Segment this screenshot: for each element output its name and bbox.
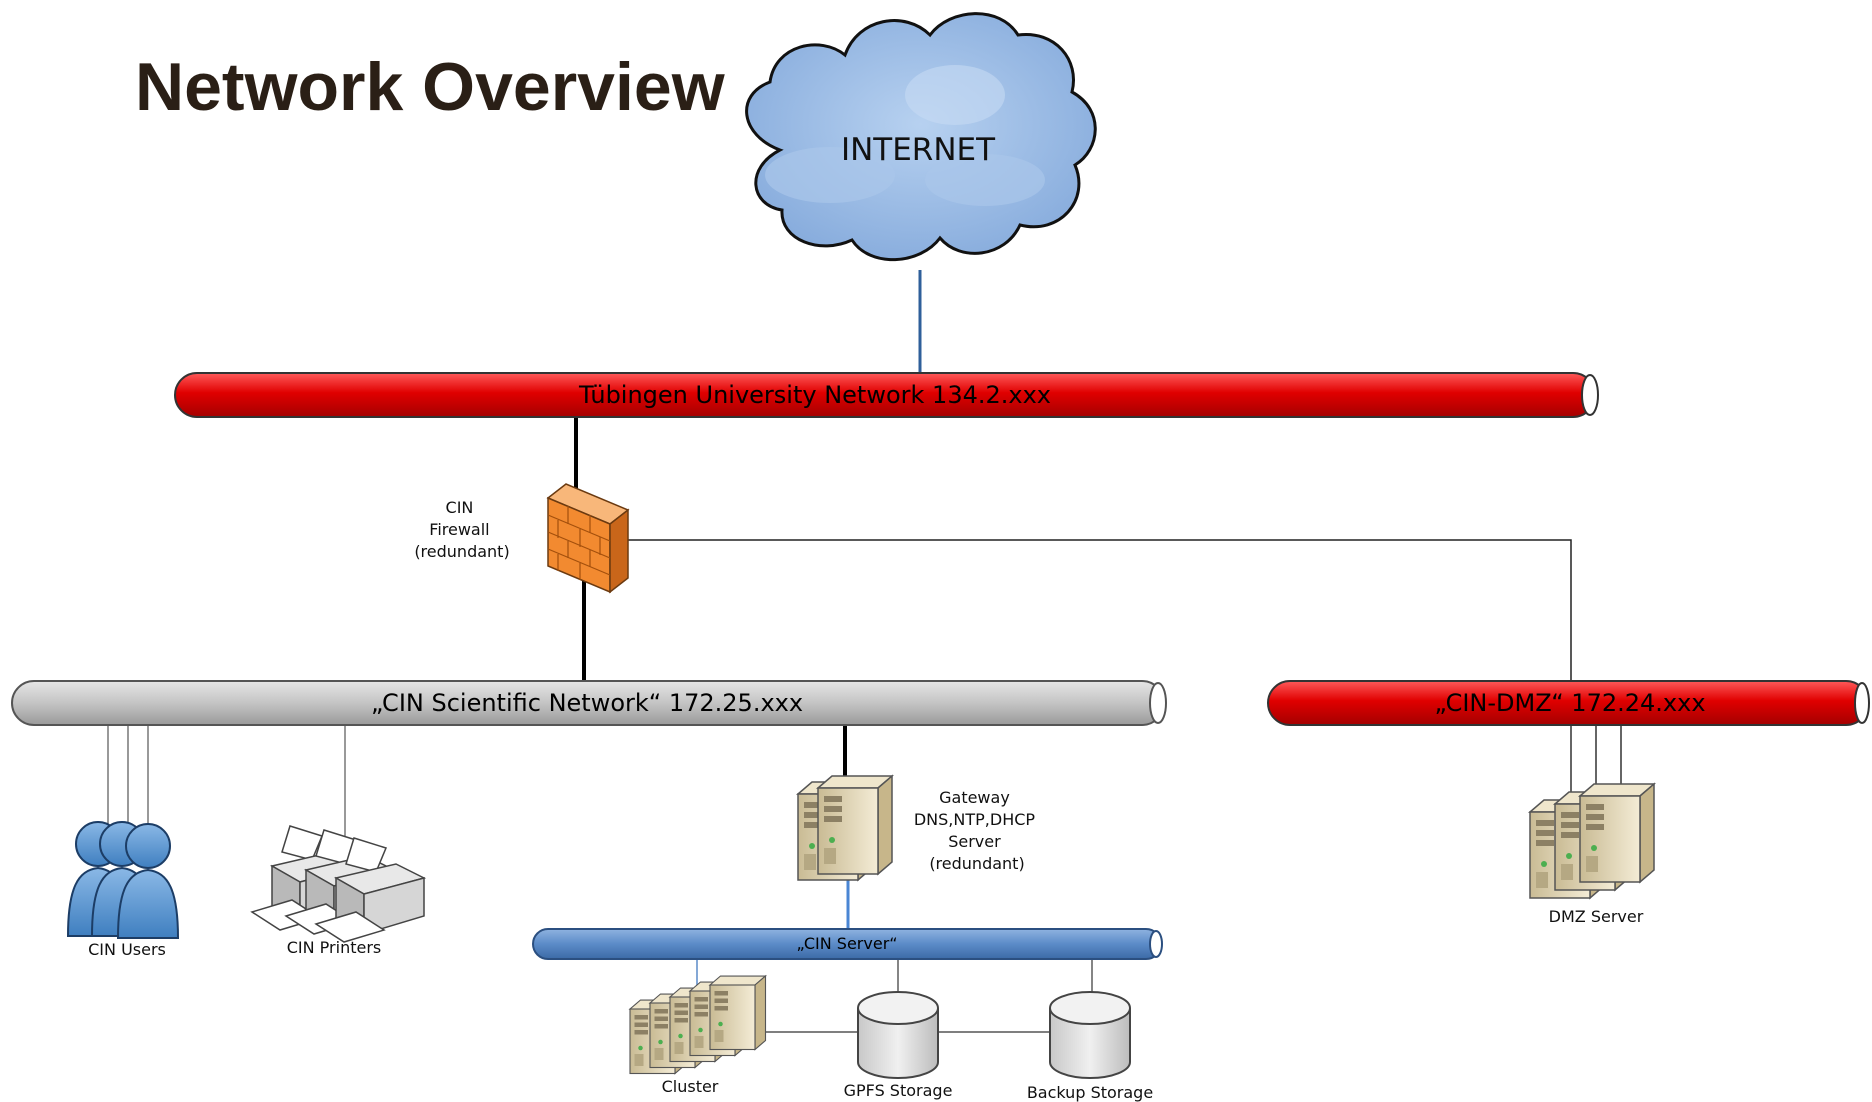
dmz-server-label: DMZ Server xyxy=(1549,907,1644,926)
gateway-label: Gateway DNS,NTP,DHCP Server (redundant) xyxy=(914,788,1040,873)
gateway-label-line-4: (redundant) xyxy=(929,854,1024,873)
printer-icon xyxy=(251,825,425,943)
firewall-label-line-1: CIN xyxy=(446,498,474,517)
cin-users-label: CIN Users xyxy=(88,940,166,959)
page-title: Network Overview xyxy=(135,49,726,125)
firewall-icon xyxy=(546,483,630,594)
gpfs-storage-label: GPFS Storage xyxy=(844,1081,953,1100)
firewall-label-line-2: Firewall xyxy=(429,520,489,539)
dmz-network-label: „CIN-DMZ“ 172.24.xxx xyxy=(1434,689,1705,717)
internet-cloud-icon: INTERNET xyxy=(745,12,1097,262)
scientific-network-label: „CIN Scientific Network“ 172.25.xxx xyxy=(371,689,803,717)
cin-printers-label: CIN Printers xyxy=(287,938,382,957)
firewall-label-line-3: (redundant) xyxy=(414,542,509,561)
cluster-label: Cluster xyxy=(662,1077,719,1096)
dmz-network-pipe: „CIN-DMZ“ 172.24.xxx xyxy=(1267,680,1870,726)
cin-server-network-pipe: „CIN Server“ xyxy=(532,928,1163,960)
gateway-label-line-3: Server xyxy=(948,832,1001,851)
gateway-server-icon xyxy=(797,775,893,881)
cluster-server-rack-icon xyxy=(629,975,767,1075)
gpfs-storage-database-icon xyxy=(857,991,939,1079)
university-network-pipe: Tübingen University Network 134.2.xxx xyxy=(174,372,1599,418)
university-network-label: Tübingen University Network 134.2.xxx xyxy=(578,381,1051,409)
backup-storage-label: Backup Storage xyxy=(1027,1083,1153,1102)
users-icon xyxy=(67,821,179,939)
internet-label: INTERNET xyxy=(841,132,996,168)
link-firewall-dmz xyxy=(628,539,1572,682)
gateway-label-line-1: Gateway xyxy=(939,788,1010,807)
cin-server-network-label: „CIN Server“ xyxy=(796,934,897,953)
dmz-server-icon xyxy=(1529,783,1655,899)
scientific-network-pipe: „CIN Scientific Network“ 172.25.xxx xyxy=(11,680,1167,726)
gateway-label-line-2: DNS,NTP,DHCP xyxy=(914,810,1036,829)
backup-storage-database-icon xyxy=(1049,991,1131,1079)
firewall-label: CIN Firewall (redundant) xyxy=(414,498,509,561)
